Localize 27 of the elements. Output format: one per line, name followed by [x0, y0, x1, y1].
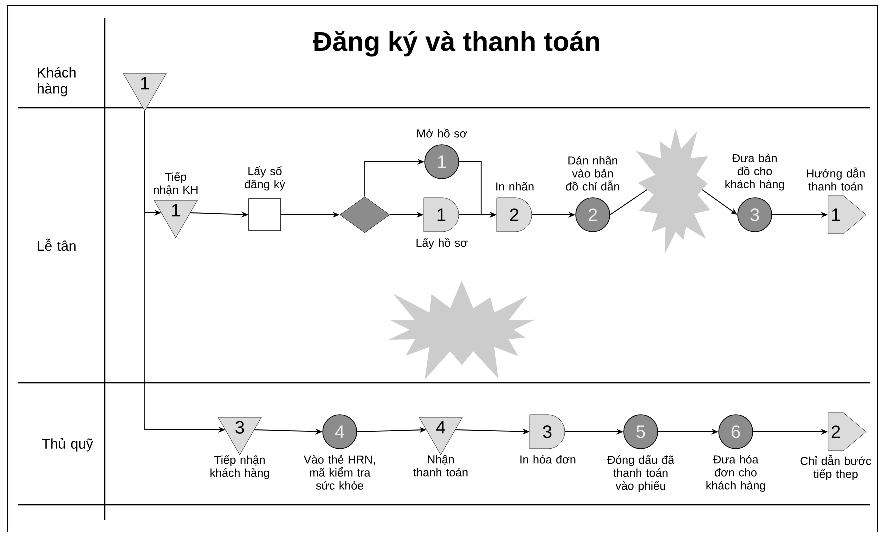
step-label: Tiếp nhận KH: [154, 172, 198, 196]
step-label: Vào thẻ HRN, mã kiểm tra sức khỏe: [304, 455, 376, 490]
lane-label: Thủ quỹ: [42, 438, 94, 452]
step-label: In hóa đơn: [520, 455, 576, 464]
step-label: Mở hồ sơ: [418, 128, 468, 138]
step-label: In nhãn: [496, 182, 534, 191]
step-label: Dán nhãn vào bản đồ chỉ dẫn: [566, 156, 620, 191]
step-label: Tiếp nhận khách hàng: [210, 455, 270, 480]
step-label: Chỉ dẫn bước tiếp thep: [800, 455, 872, 481]
step-label: Đưa bản đồ cho khách hàng: [726, 154, 784, 191]
decision-diamond: [340, 196, 390, 234]
step-label: Hướng dẫn thanh toán: [807, 168, 865, 191]
title: Đăng ký và thanh toán: [313, 31, 600, 57]
lane-label: Lễ tân: [38, 238, 76, 252]
step-label: Đóng dấu đã thanh toán vào phiếu: [608, 455, 675, 492]
merge-triangle: 4: [419, 417, 463, 456]
starburst: [636, 128, 711, 255]
lane-label: Khách hàng: [38, 67, 76, 97]
starburst: [388, 280, 536, 380]
merge-triangle: 1: [123, 73, 167, 112]
step-label: Nhận thanh toán: [414, 455, 468, 477]
merge-triangle: 1: [154, 200, 198, 238]
step-label: Lấy hồ sơ: [416, 238, 468, 250]
step-label: Đưa hóa đơn cho khách hàng: [706, 455, 766, 492]
step-label: Lấy số đăng ký: [245, 166, 286, 191]
merge-triangle: 3: [218, 417, 262, 456]
process-box: [248, 198, 282, 232]
